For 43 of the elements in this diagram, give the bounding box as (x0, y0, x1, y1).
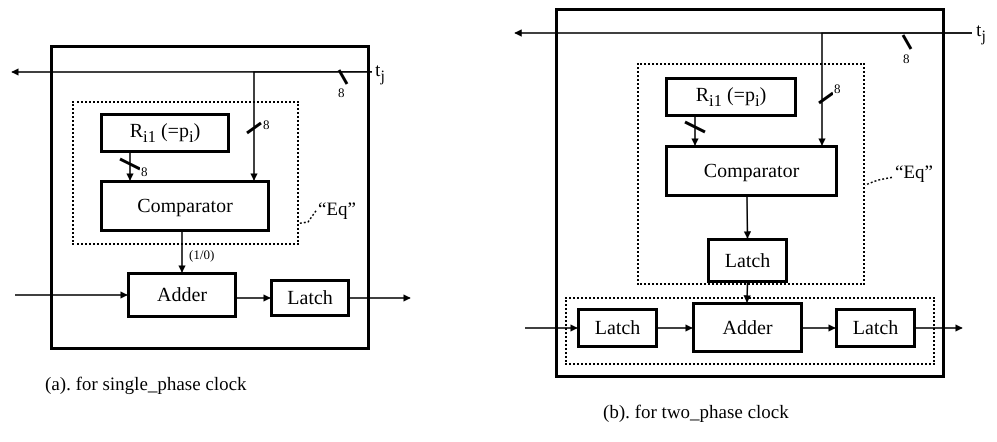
edge-label: 8 (140, 165, 148, 178)
signal-arrow (15, 291, 128, 299)
dotted-group-box (565, 297, 935, 365)
dotted-group-box (72, 101, 299, 245)
dotted-leader-line (864, 176, 892, 186)
figure-caption: (a). for single_phase clock (45, 374, 247, 396)
signal-arrow (350, 294, 411, 302)
edge-label: 8 (833, 82, 842, 95)
signal-arrow (691, 117, 699, 146)
signal-label: “Eq” (316, 200, 358, 218)
signal-arrow (658, 324, 693, 332)
edge-label: 8 (902, 52, 910, 65)
outer-box (50, 45, 370, 350)
signal-arrow (178, 232, 186, 273)
block-box: Adder (127, 272, 237, 318)
block-box: Comparator (100, 180, 270, 232)
signal-label: t$_{j}$ (372, 62, 388, 84)
signal-label: “Eq” (892, 163, 936, 181)
signal-arrow (237, 294, 271, 302)
signal-label: t$_{j}$ (972, 22, 990, 44)
block-box: R$_{i1}$ (=p$_{i}$) (665, 77, 797, 117)
block-box: Latch (835, 308, 916, 348)
signal-arrow (916, 324, 963, 332)
block-box: R$_{i1}$ (=p$_{i}$) (100, 113, 230, 153)
dotted-group-box (637, 63, 865, 285)
block-box: Latch (270, 279, 350, 317)
signal-arrow (818, 32, 972, 146)
edge-label: (1/0) (188, 248, 216, 261)
edge-label: 8 (262, 118, 270, 131)
signal-arrow (803, 324, 836, 332)
signal-arrow (744, 196, 752, 239)
signal-arrow (250, 71, 372, 181)
outer-box (555, 8, 945, 378)
block-box: Adder (692, 302, 803, 353)
block-box: Latch (577, 308, 658, 348)
edge-label: 8 (337, 86, 346, 99)
dotted-leader-line (298, 210, 317, 224)
block-box: Latch (707, 238, 788, 283)
signal-arrow (743, 282, 751, 303)
figure-caption: (b). for two_phase clock (603, 402, 789, 424)
signal-arrow (525, 324, 578, 332)
signal-arrow (126, 153, 134, 181)
block-box: Comparator (665, 145, 838, 197)
